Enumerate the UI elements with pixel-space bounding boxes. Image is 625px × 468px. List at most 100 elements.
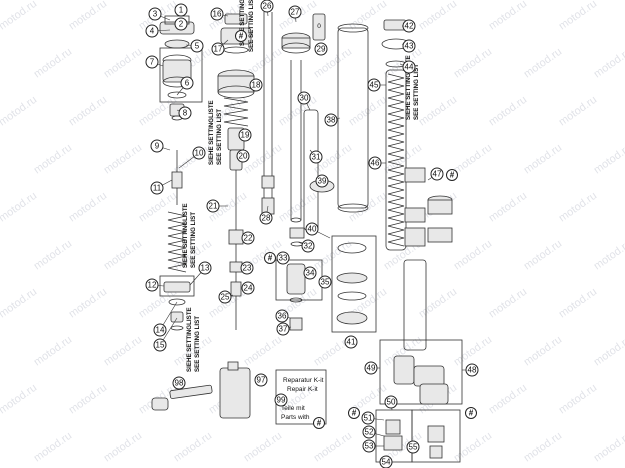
svg-text:19: 19	[241, 131, 250, 140]
inner-tube-parts: 0	[261, 12, 377, 333]
callout-8: 8	[178, 106, 192, 120]
callout-12: 12	[145, 278, 159, 292]
svg-text:35: 35	[321, 278, 330, 287]
svg-text:43: 43	[405, 42, 414, 51]
svg-text:40: 40	[308, 225, 317, 234]
callout-55: 55	[406, 440, 420, 454]
svg-text:33: 33	[279, 254, 288, 263]
watermark-text: motod.ru	[452, 46, 494, 81]
svg-text:14: 14	[156, 326, 165, 335]
watermark-text: motod.ru	[452, 238, 494, 273]
svg-text:1: 1	[179, 6, 184, 15]
watermark-text: motod.ru	[67, 382, 109, 417]
svg-text:9: 9	[155, 142, 160, 151]
watermark-text: motod.ru	[0, 286, 39, 321]
svg-text:47: 47	[433, 170, 442, 179]
svg-text:#: #	[317, 419, 322, 428]
watermark-text: motod.ru	[32, 430, 74, 465]
svg-text:42: 42	[405, 22, 414, 31]
callout-3: 3	[148, 7, 162, 21]
svg-text:38: 38	[327, 116, 336, 125]
watermark-text: motod.ru	[242, 430, 284, 465]
callout-51: 51	[361, 411, 375, 425]
callout-42: 42	[402, 19, 416, 33]
svg-text:8: 8	[183, 109, 188, 118]
callout-28: 28	[259, 211, 273, 225]
svg-text:29: 29	[317, 45, 326, 54]
svg-text:54: 54	[382, 458, 391, 467]
svg-text:22: 22	[244, 234, 253, 243]
watermark-text: motod.ru	[417, 94, 459, 129]
callout-33: 33	[276, 251, 290, 265]
svg-text:46: 46	[371, 159, 380, 168]
hash-marker: #	[465, 407, 477, 419]
callout-46: 46	[368, 156, 382, 170]
svg-text:45: 45	[370, 81, 379, 90]
svg-text:#: #	[469, 409, 474, 418]
callout-1: 1	[174, 3, 188, 17]
svg-text:52: 52	[365, 428, 374, 437]
watermark-text: motod.ru	[522, 238, 564, 273]
watermark-text: motod.ru	[102, 142, 144, 177]
watermark-text: motod.ru	[0, 382, 39, 417]
svg-text:20: 20	[239, 152, 248, 161]
callout-45: 45	[367, 78, 381, 92]
callout-7: 7	[145, 55, 159, 69]
vial-label: 0	[317, 23, 321, 30]
watermark-text: motod.ru	[557, 0, 599, 32]
outer-leg-parts	[375, 19, 463, 463]
callout-4: 4	[145, 24, 159, 38]
callout-19: 19	[238, 128, 252, 142]
watermark-text: motod.ru	[557, 94, 599, 129]
callout-98: 98	[172, 376, 186, 390]
svg-text:18: 18	[252, 81, 261, 90]
svg-text:#: #	[268, 254, 273, 263]
repair-kit-note: Reparatur K-it Repair K-it Teile mit Par…	[281, 377, 324, 421]
repair-kit-de: Reparatur K-it	[283, 377, 324, 384]
watermark-text: motod.ru	[522, 46, 564, 81]
svg-text:10: 10	[195, 149, 204, 158]
watermark-text: motod.ru	[557, 382, 599, 417]
watermark-text: motod.ru	[592, 142, 625, 177]
setting-label-en-4: SEE SETTING LIST	[194, 316, 201, 372]
callout-43: 43	[402, 39, 416, 53]
svg-text:39: 39	[318, 177, 327, 186]
watermark-text: motod.ru	[67, 0, 109, 32]
watermark-text: motod.ru	[592, 46, 625, 81]
watermark-text: motod.ru	[312, 430, 354, 465]
left-column-parts	[159, 13, 255, 331]
callout-35: 35	[318, 275, 332, 289]
callout-34: 34	[303, 266, 317, 280]
watermark-text: motod.ru	[102, 430, 144, 465]
svg-text:13: 13	[201, 264, 210, 273]
svg-text:25: 25	[221, 293, 230, 302]
watermark-text: motod.ru	[102, 334, 144, 369]
setting-label-de-5: SIEHE SETTINGLISTE	[405, 55, 412, 120]
watermark-text: motod.ru	[102, 46, 144, 81]
callout-48: 48	[465, 363, 479, 377]
svg-text:17: 17	[214, 45, 223, 54]
watermark-text: motod.ru	[67, 190, 109, 225]
svg-text:5: 5	[195, 42, 200, 51]
hash-markers: # # # # # #	[235, 30, 477, 429]
svg-text:12: 12	[148, 281, 157, 290]
watermark-text: motod.ru	[452, 334, 494, 369]
watermark-text: motod.ru	[592, 334, 625, 369]
watermark-text: motod.ru	[522, 430, 564, 465]
callout-41: 41	[344, 335, 358, 349]
callout-21: 21	[206, 199, 220, 213]
svg-text:7: 7	[150, 58, 155, 67]
svg-text:#: #	[352, 409, 357, 418]
callout-39: 39	[315, 174, 329, 188]
setting-label-de-2: SIEHE SETTINGLISTE	[208, 100, 215, 165]
callout-17: 17	[211, 42, 225, 56]
watermark-text: motod.ru	[242, 334, 284, 369]
callout-37: 37	[276, 322, 290, 336]
svg-text:36: 36	[278, 312, 287, 321]
callout-14: 14	[153, 323, 167, 337]
watermark-text: motod.ru	[452, 142, 494, 177]
svg-text:28: 28	[262, 214, 271, 223]
setting-label-en-3: SEE SETTING LIST	[190, 212, 197, 268]
watermark-text: motod.ru	[0, 94, 39, 129]
svg-text:30: 30	[300, 94, 309, 103]
